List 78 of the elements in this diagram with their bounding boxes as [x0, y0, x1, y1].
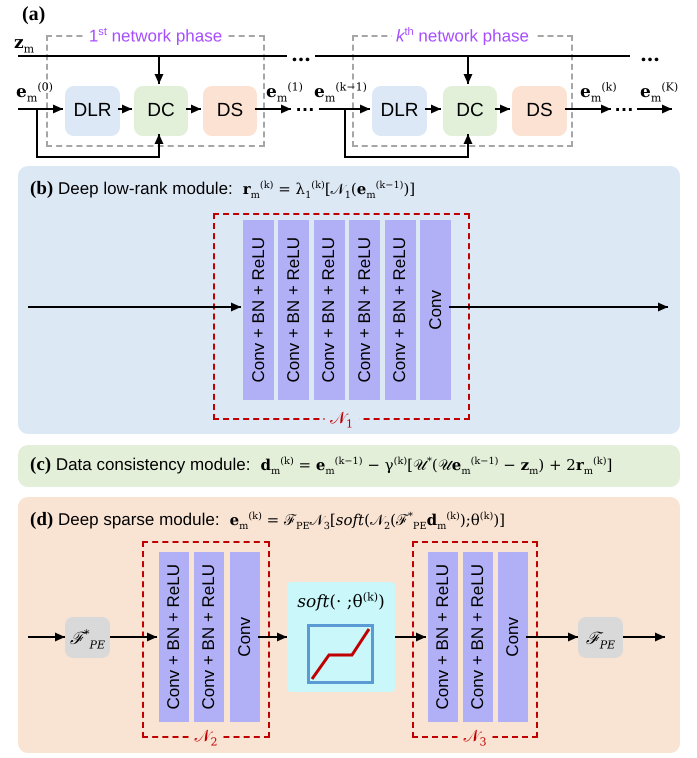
function-label: soft(· ;θ$^{(k)}$)	[297, 592, 385, 612]
panel-heading: (c) Data consistency module:	[30, 454, 250, 476]
arrow	[36, 109, 164, 158]
layer-block	[349, 220, 380, 400]
panel-heading: (d) Deep sparse module:	[30, 509, 220, 531]
panel-heading: (b) Deep low-rank module:	[30, 178, 233, 200]
arrow	[395, 632, 426, 642]
arrow	[255, 104, 291, 114]
process-box	[134, 86, 188, 136]
arrow	[28, 302, 241, 312]
layer-label: Conv + BN + ReLU	[248, 237, 268, 383]
process-box	[65, 86, 120, 136]
arrow	[495, 104, 510, 114]
ellipsis: …	[611, 94, 637, 116]
subnetwork-label: 𝒩$_{1}$	[324, 410, 360, 428]
layer-block	[314, 220, 345, 400]
arrow	[18, 104, 63, 114]
arrow	[623, 632, 665, 642]
arrow	[110, 632, 157, 642]
module-panel	[18, 445, 680, 487]
layer-label: Conv + BN + ReLU	[199, 564, 219, 710]
layer-block	[278, 220, 310, 400]
phase-heading: k$^{th}$ network phase	[391, 28, 534, 44]
layer-label: Conv	[235, 617, 255, 657]
layer-label: Conv	[426, 290, 446, 330]
arrow	[186, 104, 201, 114]
block-label: DLR	[73, 100, 112, 122]
layer-block	[194, 552, 224, 722]
operator-box	[578, 617, 623, 658]
arrow	[28, 632, 65, 642]
process-box	[512, 86, 567, 136]
arrow	[319, 104, 370, 114]
arrow	[565, 104, 611, 114]
formula: d$_{m}$$^{(k)}$ = e$_{m}$$^{(k−1)}$ − γ$^{(k)}$[𝒰$^{*}$(𝒰e$_{m}$$^{(k−1)}$ − z$_{m}$) + 2r$_{m}$$^{(k)}$]	[260, 456, 612, 474]
formula: r$_{m}$$^{(k)}$ = λ$_{1}$$^{(k)}$[𝒩$_{1}$(e$_{m}$$^{(k−1)}$)]	[242, 180, 416, 198]
layer-label: Conv + BN + ReLU	[433, 564, 453, 710]
operator-box	[65, 617, 110, 658]
layer-block	[420, 220, 451, 400]
signal-label: z$_{m}$	[14, 32, 48, 55]
layer-block	[384, 220, 416, 400]
arrow	[258, 632, 287, 642]
module-panel	[18, 166, 680, 434]
arrow	[344, 109, 472, 158]
layer-block	[498, 552, 528, 722]
layer-label: Conv + BN + ReLU	[319, 237, 340, 383]
layer-block	[463, 552, 493, 722]
soft-threshold-box	[287, 582, 395, 692]
layer-label: Conv + BN + ReLU	[354, 237, 375, 383]
module-panel	[18, 497, 680, 753]
block-label: DS	[526, 100, 553, 122]
layer-label: Conv + BN + ReLU	[468, 564, 488, 710]
phase-heading: 1$^{st}$ network phase	[84, 28, 228, 44]
process-box	[443, 86, 497, 136]
layer-block	[428, 552, 458, 722]
block-label: DLR	[380, 100, 418, 122]
formula: e$_{m}$$^{(k)}$ = ℱ$_{PE}$𝒩$_{3}$[soft(𝒩$_{2}$(ℱ$^{*}$$_{PE}$d$_{m}$$^{(k)}$);θ$^{(k)}$)]	[230, 510, 506, 529]
arrow	[526, 632, 578, 642]
layer-label: Conv + BN + ReLU	[164, 564, 184, 710]
block-label: DC	[147, 100, 175, 122]
block-label: DC	[456, 100, 484, 122]
layer-block	[159, 552, 189, 722]
process-box	[372, 86, 427, 136]
arrow	[118, 104, 132, 114]
layer-label: Conv + BN + ReLU	[390, 237, 410, 383]
layer-block	[230, 552, 260, 722]
operator-label: ℱ$_{PE}$	[586, 628, 616, 649]
arrow	[425, 104, 441, 114]
subnetwork-label: 𝒩$_{2}$	[188, 728, 224, 746]
process-box	[203, 86, 257, 136]
arrow	[637, 104, 672, 114]
layer-label: Conv	[503, 617, 523, 657]
block-label: DS	[216, 100, 244, 122]
arrow	[449, 302, 668, 312]
panel-letter: (a)	[22, 4, 46, 24]
subnetwork-label: 𝒩$_{3}$	[457, 728, 493, 746]
arrow	[18, 55, 472, 84]
layer-block	[243, 220, 274, 400]
layer-label: Conv + BN + ReLU	[284, 237, 304, 383]
